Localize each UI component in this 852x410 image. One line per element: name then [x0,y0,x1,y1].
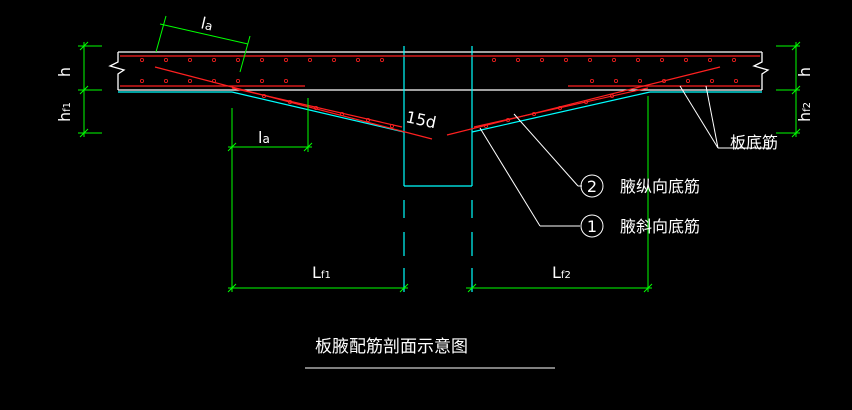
leader-lines [479,85,770,227]
callout-1-circle [580,214,604,238]
label-la-top: la [199,13,215,34]
haunch-diagonal-rebar-left [154,66,433,140]
dimension-lines [78,15,801,293]
callout-2-label: 腋纵向底筋 [620,177,700,196]
label-hf1: hf1 [55,102,74,122]
label-h-left: h [55,67,74,77]
label-hf2: hf2 [795,102,814,122]
rebar-dots [139,58,739,129]
drawing-title: 板腋配筋剖面示意图 [315,337,468,357]
label-15d: 15d [404,107,438,132]
callout-2-circle [580,174,604,198]
label-h-right: h [795,67,814,77]
callout-2-number: 2 [587,177,597,196]
callout-1-label: 腋斜向底筋 [620,217,700,236]
slab-outline [108,51,770,91]
rebar-lines [120,55,760,140]
callout-1-number: 1 [587,217,597,236]
label-la-mid: la [258,128,270,147]
label-lf2: Lf2 [552,263,571,282]
haunch-longitudinal-rebar-right [473,87,649,128]
label-board-bottom-rebar: 板底筋 [730,133,778,152]
haunch-diagonal-rebar-right [446,66,721,136]
label-lf1: Lf1 [312,263,331,282]
